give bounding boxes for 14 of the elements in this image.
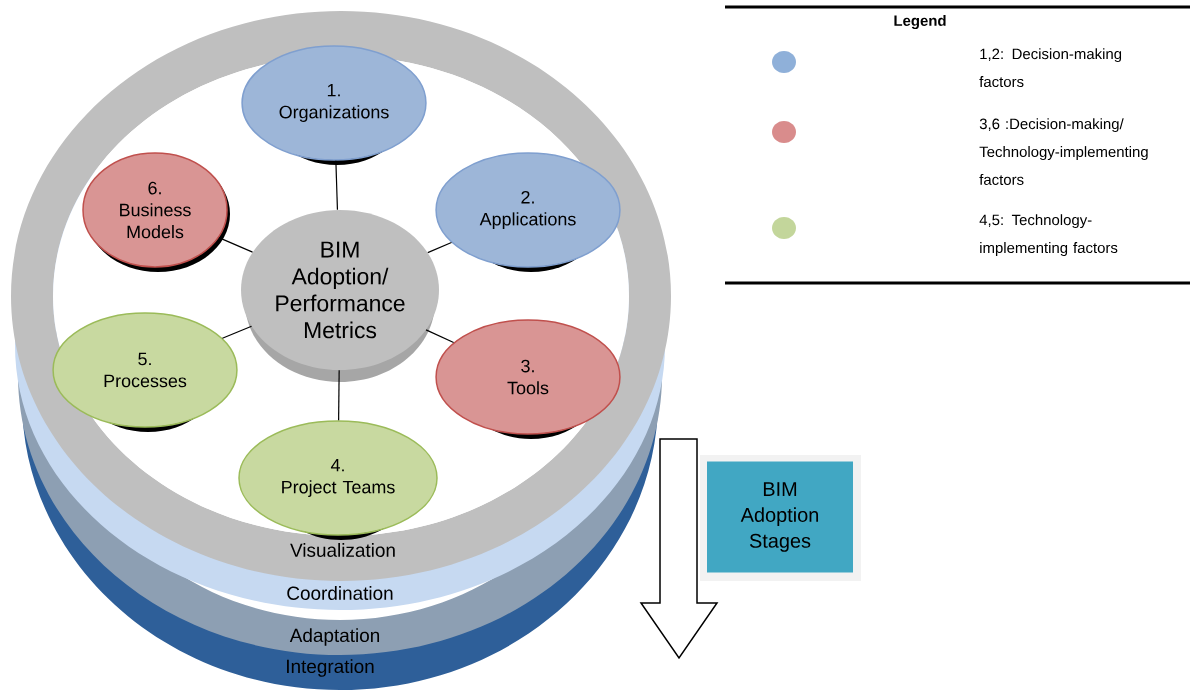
legend-text: 1,2: Decision-making factors [979, 48, 1122, 88]
stage-label: Adaptation [289, 628, 379, 646]
connector-line [338, 369, 340, 421]
stage-label: Integration [287, 659, 374, 677]
connector-line [218, 237, 254, 253]
connector-line [425, 329, 455, 344]
legend-title: Legend [894, 15, 946, 29]
connector-line [427, 241, 453, 254]
stage-label: Coordination [287, 586, 393, 600]
legend-text: 3,6 :Decision-making/ Technology-implementing factors [979, 118, 1148, 185]
legend-text: 4,5: Technology-implementing factors [979, 214, 1118, 256]
connector-line [221, 325, 253, 339]
stages-box: BIM Adoption Stages [700, 455, 861, 581]
connector-line [335, 160, 339, 211]
